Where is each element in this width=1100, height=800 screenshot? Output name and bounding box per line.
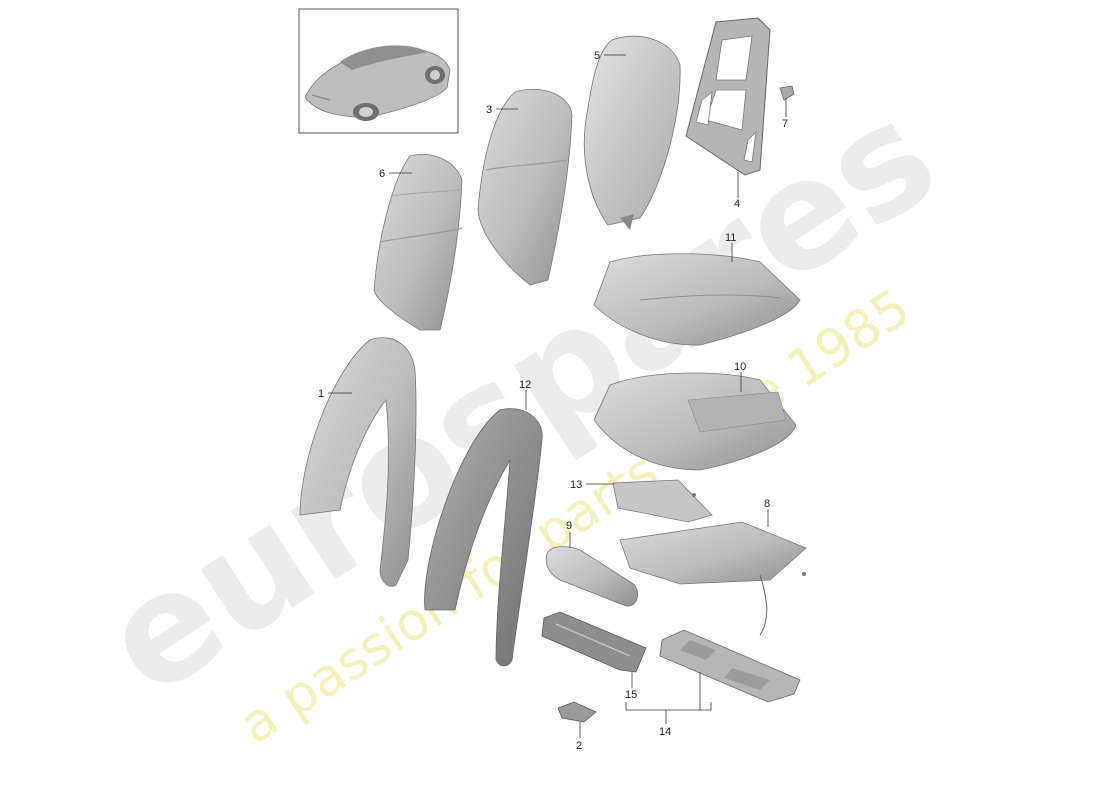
callout-13: 13: [570, 479, 582, 491]
callout-10: 10: [734, 361, 746, 373]
callout-11: 11: [725, 232, 736, 244]
part-2-bracket: [557, 701, 597, 723]
part-13-panel: [612, 479, 713, 523]
part-11-cushion-cover: [593, 253, 801, 346]
part-15-module: [541, 611, 647, 673]
part-8-seat-pan-cover: [619, 521, 807, 636]
leader-lines: [328, 54, 787, 738]
callout-4: 4: [734, 198, 740, 210]
part-9-small-cushion: [545, 546, 639, 607]
car-icon: [304, 45, 451, 121]
part-5-backrest-pad: [583, 35, 681, 230]
vehicle-thumbnail: [298, 8, 459, 134]
callout-1: 1: [318, 388, 324, 400]
callout-14: 14: [659, 726, 671, 738]
part-1-side-bolster: [299, 337, 417, 587]
callout-5: 5: [594, 50, 600, 62]
part-12-side-bolster: [424, 408, 543, 667]
callout-12: 12: [519, 379, 531, 391]
callout-6: 6: [379, 168, 385, 180]
callout-labels: 1 2 3 4 5 6 7 8 9 10 11 12 13 14 15: [318, 50, 788, 752]
callout-9: 9: [566, 520, 572, 532]
callout-3: 3: [486, 104, 492, 116]
part-14-carrier-mat: [659, 629, 801, 703]
callout-8: 8: [764, 498, 770, 510]
callout-2: 2: [576, 740, 582, 752]
part-6-backrest-cover: [373, 153, 463, 331]
part-4-backrest-frame: [685, 17, 771, 176]
callout-15: 15: [625, 689, 637, 701]
part-3-backrest-pad: [477, 88, 573, 286]
part-10-cushion-pad: [593, 372, 797, 471]
callout-7: 7: [782, 118, 788, 130]
part-7-clip: [779, 85, 795, 101]
